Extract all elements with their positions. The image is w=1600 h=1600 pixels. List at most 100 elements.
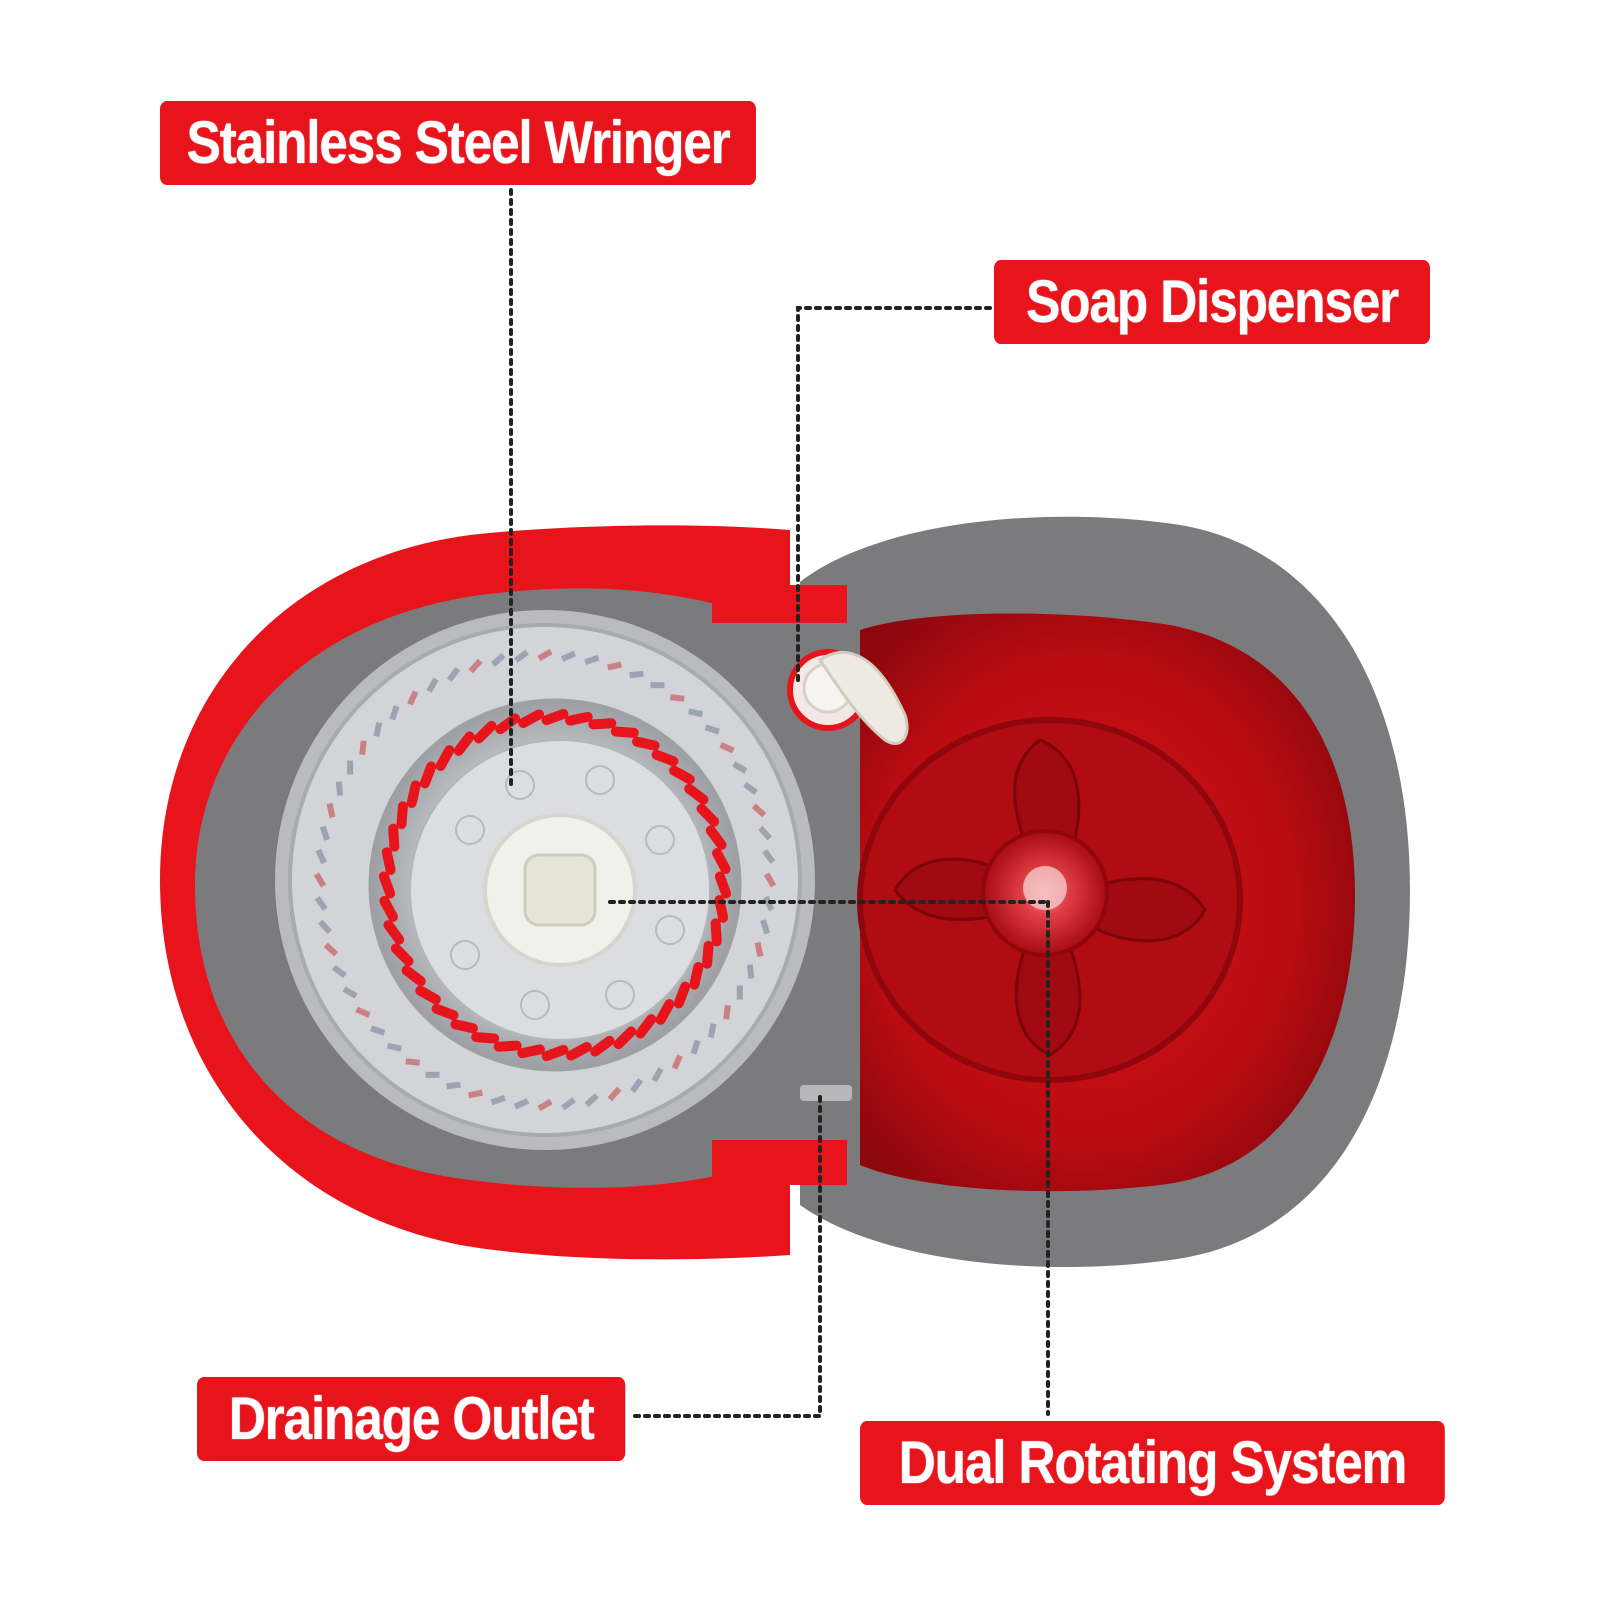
basket-wall-mark [736,985,743,1000]
basket-slot [415,985,441,1005]
basket-wall-mark [760,919,771,935]
basket-wall-mark [762,849,776,864]
basket-wall-mark [491,653,506,667]
basket-wall-mark [560,650,577,662]
basket-wall-mark [468,1089,483,1099]
basket-wall-mark [347,760,354,775]
basket-slot [565,1042,592,1061]
basket-slot [453,731,475,756]
basket-wall-mark [446,667,461,682]
basket-slot [378,871,396,899]
basket-wall-mark [719,742,735,754]
basket-slot [710,918,722,947]
soap-dispenser [787,649,909,746]
basket-slot [388,823,400,852]
basket-wall-mark [746,964,755,979]
basket-wall-mark [688,708,704,718]
basket-wall-mark [723,1004,731,1020]
basket-slot [471,1032,500,1044]
label-drainage-outlet: Drainage Outlet [197,1377,626,1461]
basket-slot [473,720,497,744]
basket-slot [689,962,704,990]
basket-wall-mark [751,803,767,818]
leader-drainage [633,1093,822,1418]
basket-slot [381,847,396,875]
basket-wall-mark [671,1054,683,1070]
basket-wall-mark [359,740,367,756]
basket-wall-mark [318,919,332,934]
label-stainless-steel-wringer: Stainless Steel Wringer [160,101,756,185]
leader-soap [796,306,992,682]
basket-wall-mark [584,654,600,665]
basket-wall-mark [319,825,330,841]
basket-wall-mark [629,1078,644,1093]
basket-wall-mark [373,721,383,737]
basket-slot [383,920,405,945]
label-dual-rotating-system: Dual Rotating System [860,1421,1445,1505]
basket-slot [431,1003,459,1021]
basket-slot [396,801,408,830]
wringer-basket-side [160,525,847,1260]
basket-wall-mark [629,670,644,679]
basket-wall-mark [446,1081,461,1090]
basket-wall-mark [314,896,328,911]
basket-wall-mark [758,826,772,841]
basket-slot [714,871,732,899]
basket-slot [673,981,691,1009]
leader-lines [509,188,1052,1418]
basket-slot [517,1044,545,1059]
basket-slot [669,765,695,785]
basket-wall-mark [514,649,529,663]
basket-wall-mark [754,942,764,957]
steel-basket-slots [378,708,732,1062]
basket-slot [565,711,593,726]
basket-slot [419,761,437,789]
basket-wall-mark [405,1058,421,1066]
basket-wall-mark [650,682,665,689]
basket-slot [495,713,520,735]
basket-slot [541,1044,569,1062]
basket-wall-mark [561,1097,576,1111]
basket-wall-mark [370,1025,386,1036]
basket-slot [450,1019,478,1034]
basket-slot [702,940,714,969]
basket-wall-mark [584,1093,599,1107]
basket-slot [401,965,426,987]
basket-wall-mark [425,1071,440,1078]
basket-slot [632,736,660,751]
basket-slot [493,1040,522,1052]
right-basin [800,516,1410,1268]
basket-slot [696,803,720,827]
basket-slot [684,783,709,805]
basket-wall-mark [607,661,622,671]
basket-slot [705,825,727,850]
basket-slot [518,709,545,728]
steel-basket-dimples [450,765,685,1020]
basket-wall-mark [490,1095,506,1106]
basket-slot [379,895,398,922]
basket-wall-mark [332,964,347,979]
basket-wall-mark [355,1006,371,1018]
basket-wall-mark [407,690,419,706]
basket-slot [712,848,731,875]
basket-wall-mark [537,1098,553,1112]
basket-slot [406,780,421,808]
basket-wall-mark [763,872,777,888]
basket-wall-mark [389,705,400,721]
drainage-outlet [800,1085,852,1101]
basket-wall-mark [704,724,720,735]
basket-slot [390,943,414,967]
basket-slot [588,718,617,730]
basket-slot [541,708,569,726]
basket-slot [435,745,455,771]
steel-basket-wall-pattern [313,648,777,1112]
basket-wall-mark [732,761,748,774]
basket-slot [655,999,675,1025]
basket-wall-mark [386,1042,402,1052]
basket-slot [613,1026,637,1050]
label-soap-dispenser: Soap Dispenser [994,260,1431,344]
basket-wall-mark [313,872,327,888]
basket-wall-mark [607,1086,622,1102]
basket-wall-mark [669,694,685,702]
